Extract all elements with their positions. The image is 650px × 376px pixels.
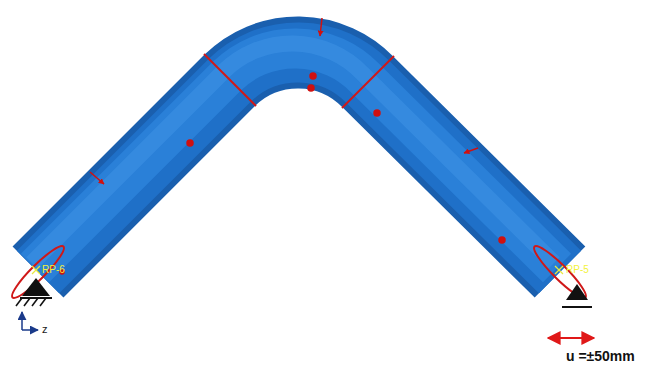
axis-label: z (42, 323, 48, 335)
axis-triad (22, 312, 38, 330)
displacement-label: u =±50mm (566, 348, 635, 364)
pipe-body (32, 43, 560, 272)
reference-points (32, 266, 563, 274)
pin-support (16, 278, 52, 306)
roller-support (562, 284, 592, 307)
reference-point-label: RP-5 (566, 264, 589, 275)
displacement-arrow (548, 338, 594, 339)
load-arrows (60, 18, 505, 274)
partition-lines (8, 54, 591, 302)
reference-point-label: RP-6 (42, 264, 65, 275)
